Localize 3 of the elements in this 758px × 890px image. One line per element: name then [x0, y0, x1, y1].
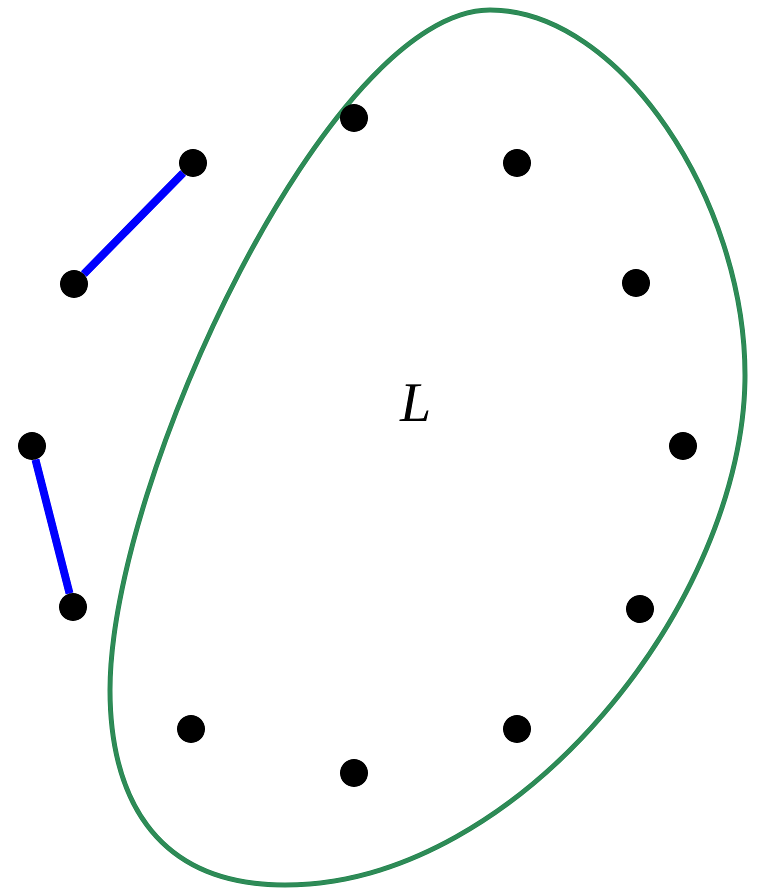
set-label: L: [400, 375, 432, 431]
line-segment: [80, 170, 186, 277]
line-segment: [32, 458, 74, 594]
